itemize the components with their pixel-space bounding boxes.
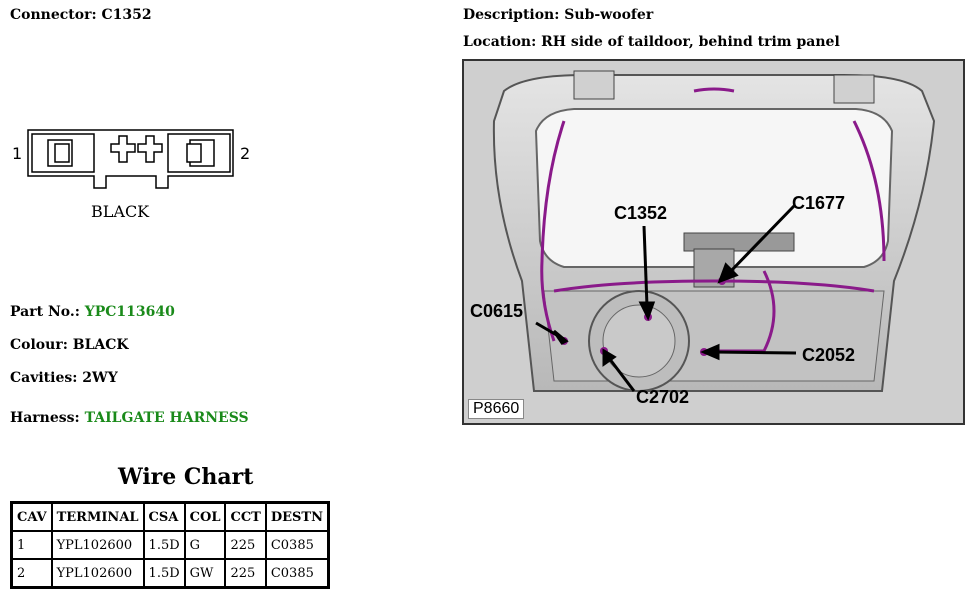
- wire-chart-title: Wire Chart: [118, 464, 254, 490]
- cell-col: G: [183, 530, 227, 560]
- cell-destn: C0385: [264, 530, 330, 560]
- cell-terminal: YPL102600: [50, 530, 145, 560]
- cell-destn: C0385: [264, 558, 330, 589]
- cavities-value: 2WY: [82, 370, 118, 386]
- cell-csa: 1.5D: [142, 558, 186, 589]
- connector-face-drawing: 1 2 BLACK: [12, 129, 250, 221]
- cell-cct: 225: [224, 558, 267, 589]
- connector-color-label: BLACK: [91, 202, 150, 221]
- harness-value: TAILGATE HARNESS: [84, 410, 249, 426]
- location-value: RH side of taildoor, behind trim panel: [541, 34, 840, 50]
- cavities-label: Cavities:: [10, 370, 78, 386]
- cell-terminal: YPL102600: [50, 558, 145, 589]
- callout-c2702: C2702: [636, 387, 690, 407]
- harness-label: Harness:: [10, 410, 80, 426]
- table-row: 1 YPL102600 1.5D G 225 C0385: [10, 530, 330, 560]
- colour-row: Colour: BLACK: [10, 337, 129, 353]
- cell-cav: 1: [10, 530, 53, 560]
- callout-c2052: C2052: [802, 345, 856, 365]
- colour-label: Colour:: [10, 337, 68, 353]
- description-label: Description:: [463, 7, 560, 23]
- colour-value: BLACK: [72, 337, 129, 353]
- description-value: Sub-woofer: [564, 7, 654, 23]
- callout-c0615: C0615: [470, 301, 524, 321]
- connector-value: C1352: [101, 7, 152, 23]
- location-diagram: C1352 C1677 C0615 C2052 C2702 P8660: [462, 59, 965, 425]
- part-no-value: YPC113640: [84, 304, 175, 320]
- header-col: COL: [183, 501, 227, 532]
- wire-chart-header-row: CAV TERMINAL CSA COL CCT DESTN: [10, 501, 330, 532]
- header-terminal: TERMINAL: [50, 501, 145, 532]
- harness-row: Harness: TAILGATE HARNESS: [10, 410, 249, 426]
- callout-c1677: C1677: [792, 193, 846, 213]
- header-cav: CAV: [10, 501, 53, 532]
- header-cct: CCT: [224, 501, 267, 532]
- wire-chart-table: CAV TERMINAL CSA COL CCT DESTN 1 YPL1026…: [10, 501, 330, 589]
- part-no-label: Part No.:: [10, 304, 80, 320]
- picture-code: P8660: [468, 399, 525, 419]
- callout-c1352: C1352: [614, 203, 668, 223]
- header-csa: CSA: [142, 501, 186, 532]
- cell-cct: 225: [224, 530, 267, 560]
- cell-cav: 2: [10, 558, 53, 589]
- header-destn: DESTN: [264, 501, 330, 532]
- cell-col: GW: [183, 558, 227, 589]
- connector-label: Connector:: [10, 7, 97, 23]
- part-no-row: Part No.: YPC113640: [10, 304, 175, 320]
- location-row: Location: RH side of taildoor, behind tr…: [463, 34, 840, 50]
- description-row: Description: Sub-woofer: [463, 7, 653, 23]
- pin-2-label: 2: [240, 144, 250, 163]
- cell-csa: 1.5D: [142, 530, 186, 560]
- table-row: 2 YPL102600 1.5D GW 225 C0385: [10, 558, 330, 589]
- pin-1-label: 1: [12, 144, 22, 163]
- cavities-row: Cavities: 2WY: [10, 370, 118, 386]
- taildoor-illustration: [492, 70, 936, 392]
- location-label: Location:: [463, 34, 537, 50]
- connector-row: Connector: C1352: [10, 7, 152, 23]
